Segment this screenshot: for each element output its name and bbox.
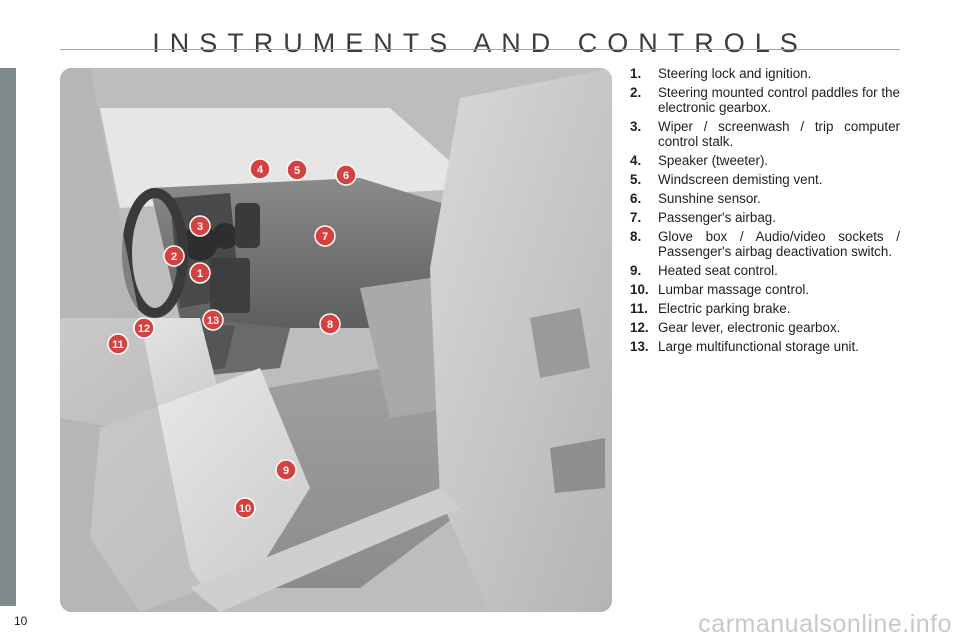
legend-number: 3.	[630, 119, 642, 134]
watermark: carmanualsonline.info	[698, 610, 952, 638]
legend-text: Glove box / Audio/video sockets / Passen…	[658, 229, 900, 259]
legend-number: 1.	[630, 66, 642, 81]
callout-8-label: 8	[327, 319, 333, 331]
callout-2-label: 2	[171, 251, 177, 263]
callout-1: 1	[189, 262, 211, 284]
legend-item: 3. Wiper / screenwash / trip computer con…	[630, 119, 900, 149]
callout-9-label: 9	[283, 465, 289, 477]
callout-3: 3	[189, 215, 211, 237]
legend-item: 12. Gear lever, electronic gearbox.	[630, 320, 900, 335]
side-bar	[0, 68, 16, 606]
callout-4: 4	[249, 158, 271, 180]
legend-item: 8. Glove box / Audio/video sockets / Pass…	[630, 229, 900, 259]
legend-number: 4.	[630, 153, 642, 168]
legend-text: Speaker (tweeter).	[658, 153, 769, 168]
callout-12: 12	[133, 317, 155, 339]
legend-text: Windscreen demisting vent.	[658, 172, 823, 187]
legend-text: Lumbar massage control.	[658, 282, 810, 297]
legend-number: 9.	[630, 263, 642, 278]
cabin-illustration: 4 5 6 3 7 2 1 13 8 12 11 9 10	[60, 68, 612, 612]
legend-item: 2. Steering mounted control paddles for t…	[630, 85, 900, 115]
legend-text: Steering lock and ignition.	[658, 66, 812, 81]
legend-text: Electric parking brake.	[658, 301, 791, 316]
legend-item: 9. Heated seat control.	[630, 263, 900, 278]
callout-8: 8	[319, 313, 341, 335]
callout-12-label: 12	[138, 323, 150, 335]
legend-text: Heated seat control.	[658, 263, 778, 278]
callout-1-label: 1	[197, 268, 203, 280]
legend-number: 11.	[630, 301, 648, 316]
legend-text: Gear lever, electronic gearbox.	[658, 320, 841, 335]
callout-9: 9	[275, 459, 297, 481]
callout-4-label: 4	[257, 164, 264, 176]
callout-13: 13	[202, 309, 224, 331]
legend-item: 13. Large multifunctional storage unit.	[630, 339, 900, 354]
legend-number: 8.	[630, 229, 642, 244]
legend-number: 6.	[630, 191, 642, 206]
callout-7-label: 7	[322, 231, 328, 243]
legend-number: 5.	[630, 172, 642, 187]
callout-6: 6	[335, 164, 357, 186]
legend-number: 7.	[630, 210, 642, 225]
legend-item: 4. Speaker (tweeter).	[630, 153, 900, 168]
legend-text: Sunshine sensor.	[658, 191, 761, 206]
page-number: 10	[14, 614, 28, 628]
callout-11: 11	[107, 333, 129, 355]
legend-item: 6. Sunshine sensor.	[630, 191, 900, 206]
legend-item: 1. Steering lock and ignition.	[630, 66, 900, 81]
callout-5: 5	[286, 159, 308, 181]
cabin-illustration-svg: 4 5 6 3 7 2 1 13 8 12 11 9 10	[60, 68, 612, 612]
legend-number: 2.	[630, 85, 642, 100]
legend-item: 10. Lumbar massage control.	[630, 282, 900, 297]
callout-13-label: 13	[207, 315, 219, 327]
title-divider	[60, 49, 900, 50]
callout-6-label: 6	[343, 170, 349, 182]
page-title: INSTRUMENTS AND CONTROLS	[152, 28, 808, 59]
callout-11-label: 11	[112, 339, 124, 351]
legend-text: Steering mounted control paddles for the…	[658, 85, 900, 115]
legend-item: 5. Windscreen demisting vent.	[630, 172, 900, 187]
legend-text: Large multifunctional storage unit.	[658, 339, 859, 354]
legend-number: 10.	[630, 282, 649, 297]
legend-list: 1. Steering lock and ignition. 2. Steering…	[630, 66, 900, 358]
legend-text: Passenger's airbag.	[658, 210, 776, 225]
legend-item: 11. Electric parking brake.	[630, 301, 900, 316]
callout-10-label: 10	[239, 503, 251, 515]
callout-10: 10	[234, 497, 256, 519]
callout-5-label: 5	[294, 165, 300, 177]
callout-3-label: 3	[197, 221, 203, 233]
legend-number: 12.	[630, 320, 649, 335]
legend-item: 7. Passenger's airbag.	[630, 210, 900, 225]
legend-number: 13.	[630, 339, 649, 354]
legend-text: Wiper / screenwash / trip computer contr…	[658, 119, 900, 149]
callout-2: 2	[163, 245, 185, 267]
callout-7: 7	[314, 225, 336, 247]
